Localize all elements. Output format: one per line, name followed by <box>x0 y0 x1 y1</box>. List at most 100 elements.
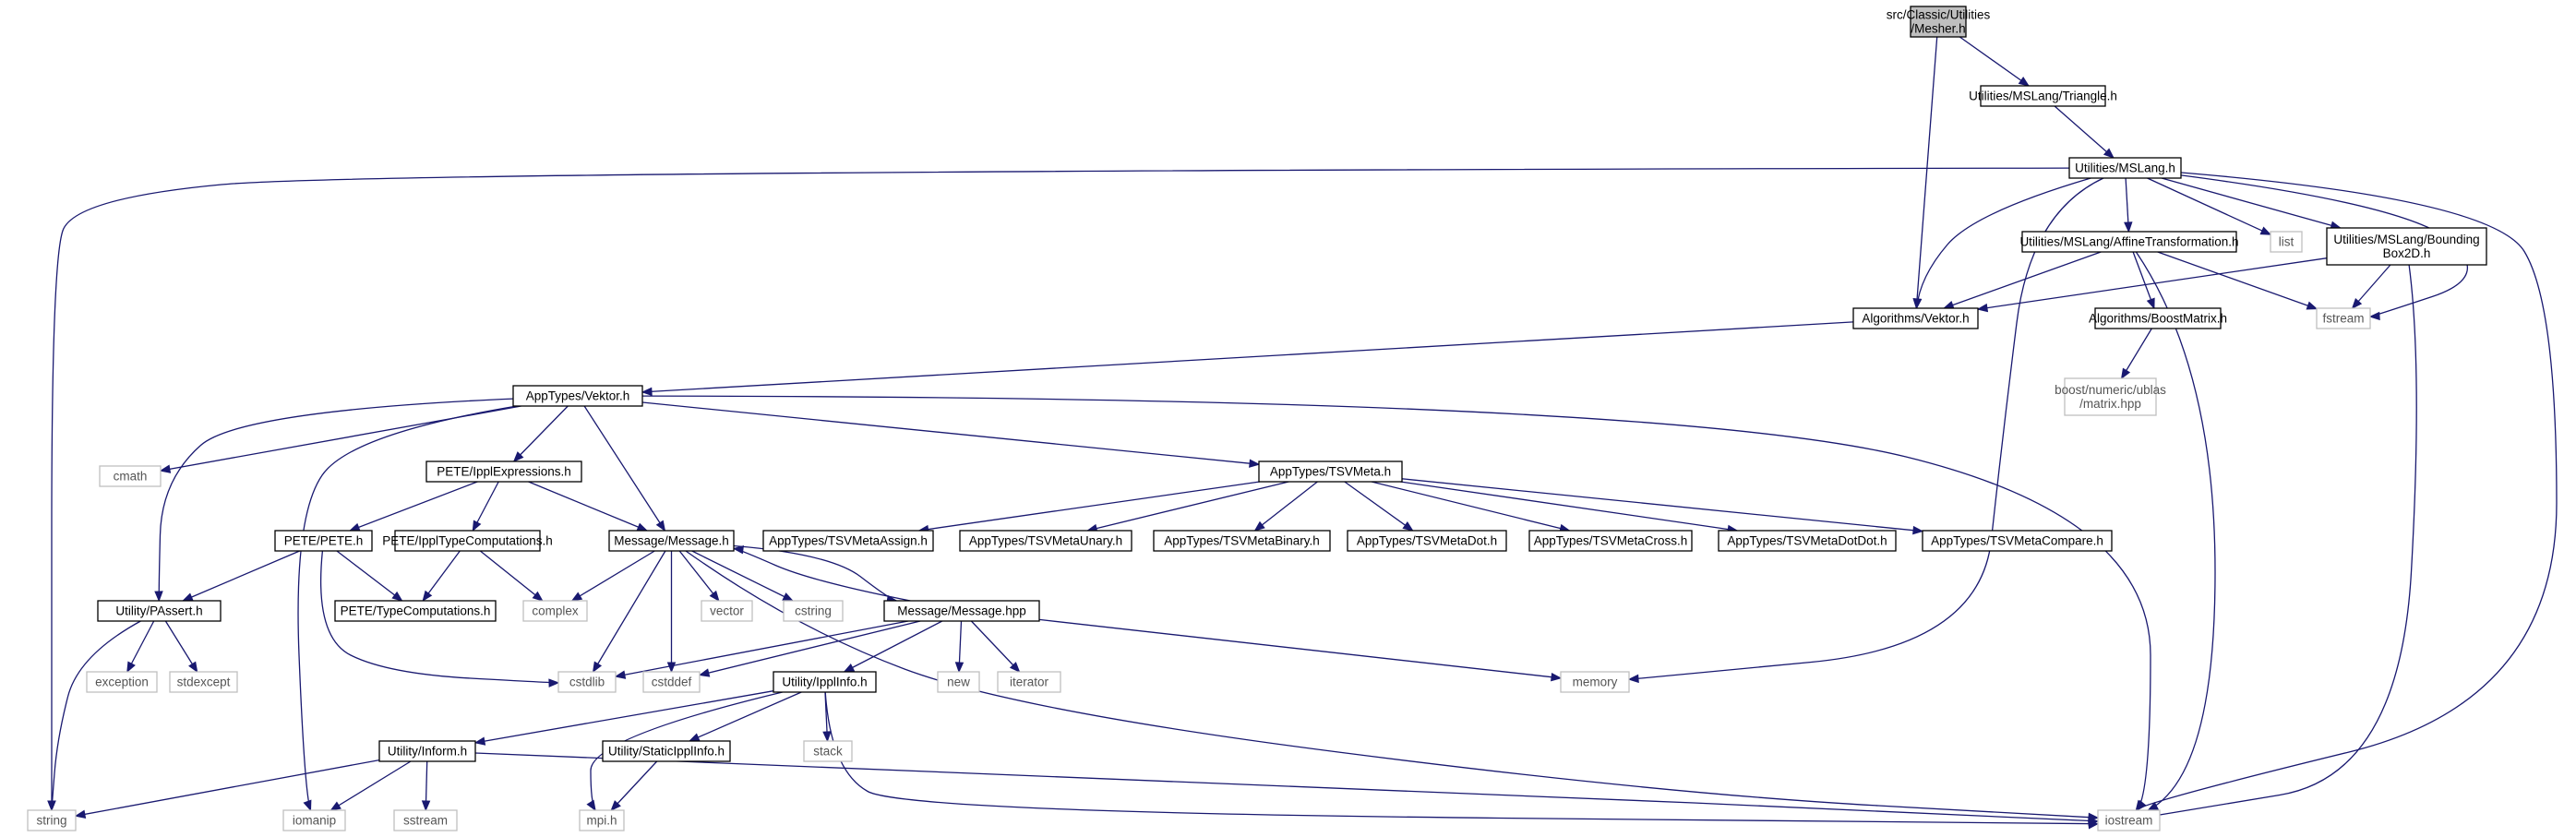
node-tsvdotdot[interactable]: AppTypes/TSVMetaDotDot.h <box>1718 530 1897 552</box>
edge-messageh-to-vector <box>678 550 720 602</box>
arrowhead-messagehpp-to-cstdlib <box>614 670 627 679</box>
arrowhead-inform-to-iostream <box>2088 817 2100 826</box>
node-label-pete: PETE/PETE.h <box>284 534 364 548</box>
arrowhead-triangle-to-mslang <box>2103 148 2115 159</box>
node-box-fstream <box>2316 307 2371 329</box>
node-box-inform <box>378 740 476 762</box>
node-triangle[interactable]: Utilities/MSLang/Triangle.h <box>1969 85 2117 107</box>
arrowhead-atvektor-to-iomanip <box>303 799 312 812</box>
arrowhead-messageh-to-complex <box>570 592 583 602</box>
node-iomanip: iomanip <box>282 809 346 831</box>
node-avektor[interactable]: Algorithms/Vektor.h <box>1852 307 1979 329</box>
node-label-stdexcept: stdexcept <box>177 676 231 689</box>
node-messagehpp[interactable]: Message/Message.hpp <box>883 600 1040 622</box>
node-box-stdexcept <box>169 671 238 693</box>
node-label-memory: memory <box>1573 676 1618 689</box>
node-label-tsvcompare: AppTypes/TSVMetaCompare.h <box>1931 534 2103 548</box>
arrowhead-ippltype-to-typecomp <box>422 590 433 603</box>
edge-tsvmeta-to-tsvdot <box>1344 481 1414 532</box>
node-cmath: cmath <box>99 465 162 487</box>
node-mpih: mpi.h <box>579 809 625 831</box>
edge-tsvmeta-to-tsvcompare <box>1401 478 1923 532</box>
node-label-new: new <box>947 676 970 689</box>
arrowhead-atvektor-to-cmath <box>159 464 172 473</box>
edge-atvektor-to-passert <box>158 398 514 602</box>
arrowhead-ipplinfo-to-stack <box>822 731 832 743</box>
node-box-tsvcompare <box>1922 530 2113 552</box>
edge-messagehpp-to-cstddef <box>699 620 921 676</box>
node-box-ublas <box>2064 377 2157 416</box>
edge-avektor-to-atvektor <box>641 321 1854 393</box>
node-label-mslang: Utilities/MSLang.h <box>2075 161 2175 175</box>
node-tsvcross[interactable]: AppTypes/TSVMetaCross.h <box>1528 530 1693 552</box>
node-label-avektor: Algorithms/Vektor.h <box>1862 312 1969 326</box>
node-tsvcompare[interactable]: AppTypes/TSVMetaCompare.h <box>1922 530 2113 552</box>
node-inform[interactable]: Utility/Inform.h <box>378 740 476 762</box>
node-box-triangle <box>1980 85 2106 107</box>
node-tsvmeta[interactable]: AppTypes/TSVMeta.h <box>1258 460 1403 483</box>
node-complex: complex <box>522 600 588 622</box>
node-label-ippltype: PETE/IpplTypeComputations.h <box>382 534 553 548</box>
node-mesher[interactable]: src/Classic/Utilities/Mesher.h <box>1887 6 1991 38</box>
arrowhead-ipplinfo-to-mpih <box>586 799 596 812</box>
node-box-typecomp <box>334 600 497 622</box>
node-label-cstdlib: cstdlib <box>569 676 605 689</box>
edge-ipplexpr-to-messageh <box>528 481 648 532</box>
arrowhead-atvektor-to-tsvmeta <box>1249 459 1261 468</box>
node-boostmatrix[interactable]: Algorithms/BoostMatrix.h <box>2089 307 2227 329</box>
node-tsvbinary[interactable]: AppTypes/TSVMetaBinary.h <box>1153 530 1331 552</box>
arrowhead-mslang-to-memory <box>1627 674 1639 684</box>
node-passert[interactable]: Utility/PAssert.h <box>97 600 222 622</box>
edge-messagehpp-to-iterator <box>970 620 1021 673</box>
node-label-inform: Utility/Inform.h <box>388 745 467 759</box>
node-label-staticippl: Utility/StaticIpplInfo.h <box>608 745 725 759</box>
node-messageh[interactable]: Message/Message.h <box>608 530 735 552</box>
edge-messageh-to-cstring <box>691 550 794 602</box>
edge-passert-to-string <box>51 620 141 811</box>
node-label-ublas-line1: boost/numeric/ublas <box>2055 383 2166 397</box>
arrowhead-mslang-to-fstream <box>2368 311 2380 321</box>
node-cstdlib: cstdlib <box>557 671 617 693</box>
node-label-messagehpp: Message/Message.hpp <box>897 604 1026 618</box>
node-label-sstream: sstream <box>403 814 448 828</box>
edge-inform-to-string <box>75 759 380 817</box>
node-tsvunary[interactable]: AppTypes/TSVMetaUnary.h <box>959 530 1132 552</box>
node-tsvassign[interactable]: AppTypes/TSVMetaAssign.h <box>762 530 934 552</box>
edge-messageh-to-complex <box>571 550 655 602</box>
node-box-avektor <box>1852 307 1979 329</box>
node-box-ipplinfo <box>773 671 877 693</box>
arrowhead-atvektor-to-ipplexpr <box>512 451 524 462</box>
node-label-exception: exception <box>95 676 149 689</box>
arrowhead-inform-to-string <box>74 809 87 819</box>
node-label-mesher-line2: /Mesher.h <box>1911 22 1965 36</box>
node-atvektor[interactable]: AppTypes/Vektor.h <box>512 385 643 407</box>
edge-atvektor-to-iomanip <box>297 405 518 811</box>
edge-mslang-to-list <box>2147 177 2271 235</box>
node-affine[interactable]: Utilities/MSLang/AffineTransformation.h <box>2019 231 2239 253</box>
node-ippltype[interactable]: PETE/IpplTypeComputations.h <box>382 530 553 552</box>
node-tsvdot[interactable]: AppTypes/TSVMetaDot.h <box>1347 530 1507 552</box>
arrowhead-atvektor-to-iostream <box>2136 799 2147 812</box>
node-ipplexpr[interactable]: PETE/IpplExpressions.h <box>425 460 582 483</box>
edge-staticippl-to-mpih <box>610 760 658 811</box>
node-label-cmath: cmath <box>114 470 148 484</box>
arrowhead-messageh-to-cstring <box>782 592 794 602</box>
edge-affine-to-avektor <box>1943 251 2102 309</box>
node-staticippl[interactable]: Utility/StaticIpplInfo.h <box>602 740 731 762</box>
node-stdexcept: stdexcept <box>169 671 238 693</box>
node-mslang[interactable]: Utilities/MSLang.h <box>2068 157 2182 179</box>
node-label-tsvmeta: AppTypes/TSVMeta.h <box>1270 465 1391 479</box>
arrowhead-ippltype-to-complex <box>532 591 544 602</box>
node-ipplinfo[interactable]: Utility/IpplInfo.h <box>773 671 877 693</box>
edge-tsvmeta-to-tsvunary <box>1087 481 1289 532</box>
node-box-iomanip <box>282 809 346 831</box>
edge-ipplinfo-to-staticippl <box>689 691 802 742</box>
arrowhead-bbox-to-avektor <box>1976 303 1989 313</box>
node-label-bbox-line2: Box2D.h <box>2383 246 2431 260</box>
arrowhead-ipplexpr-to-pete <box>348 522 361 532</box>
edge-pete-to-passert <box>183 550 300 602</box>
node-pete[interactable]: PETE/PETE.h <box>274 530 373 552</box>
node-typecomp[interactable]: PETE/TypeComputations.h <box>334 600 497 622</box>
arrowhead-messagehpp-to-memory <box>1551 672 1563 682</box>
